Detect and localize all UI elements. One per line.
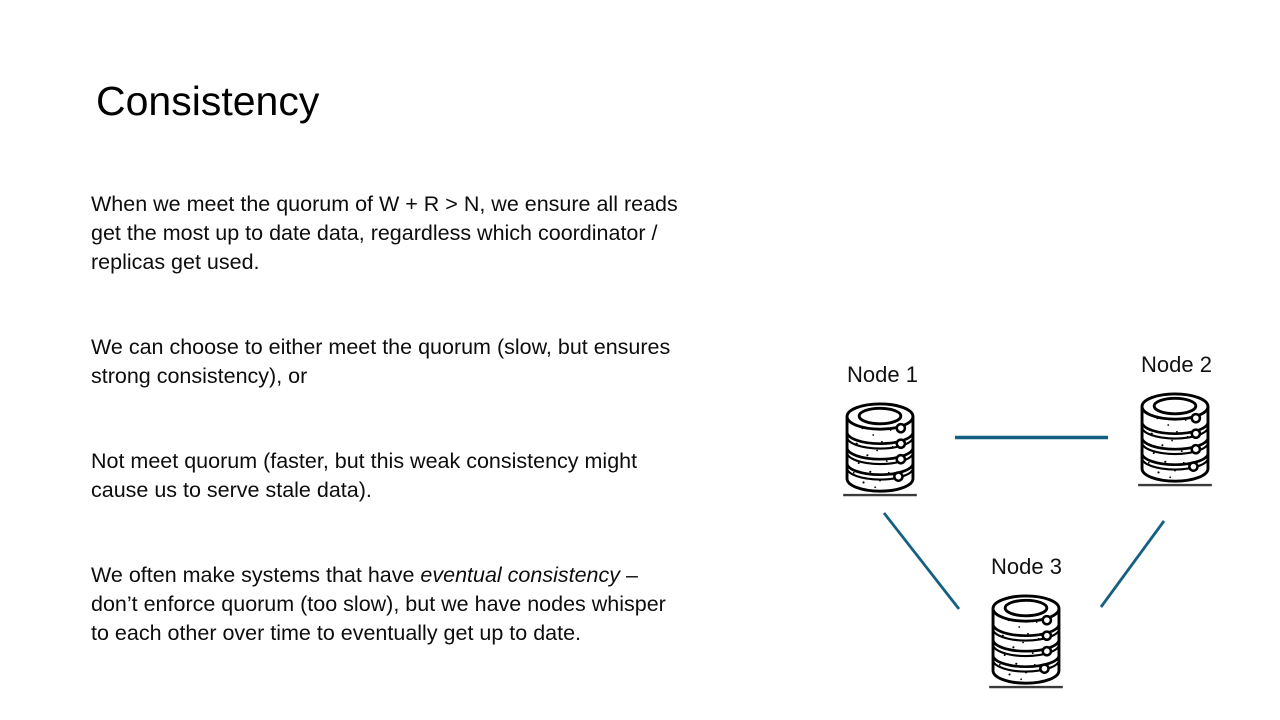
node1-label: Node 1 bbox=[847, 362, 918, 387]
body-paragraph-3: Not meet quorum (faster, but this weak c… bbox=[91, 449, 638, 502]
body-paragraph-4: We often make systems that have eventual… bbox=[91, 561, 851, 648]
body-paragraph-2: We can choose to either meet the quorum … bbox=[91, 335, 671, 388]
node2-label: Node 2 bbox=[1141, 352, 1212, 377]
connector-node2-node3 bbox=[1099, 520, 1166, 608]
paragraph-4-text-end: – don’t enforce quorum (too slow), but w… bbox=[91, 563, 666, 645]
node3-database-icon bbox=[989, 594, 1063, 689]
node1-database-icon bbox=[843, 402, 917, 497]
body-text-block: When we meet the quorum of W + R > N, we… bbox=[91, 190, 851, 704]
node2-database-icon bbox=[1138, 392, 1212, 487]
node3-label: Node 3 bbox=[991, 554, 1062, 579]
paragraph-4-text: We often make systems that have bbox=[91, 563, 421, 587]
connector-node1-node3 bbox=[882, 512, 961, 610]
slide-title: Consistency bbox=[96, 78, 320, 124]
body-paragraph-1: When we meet the quorum of W + R > N, we… bbox=[91, 192, 678, 274]
paragraph-4-italic-phrase: eventual consistency bbox=[420, 563, 621, 587]
